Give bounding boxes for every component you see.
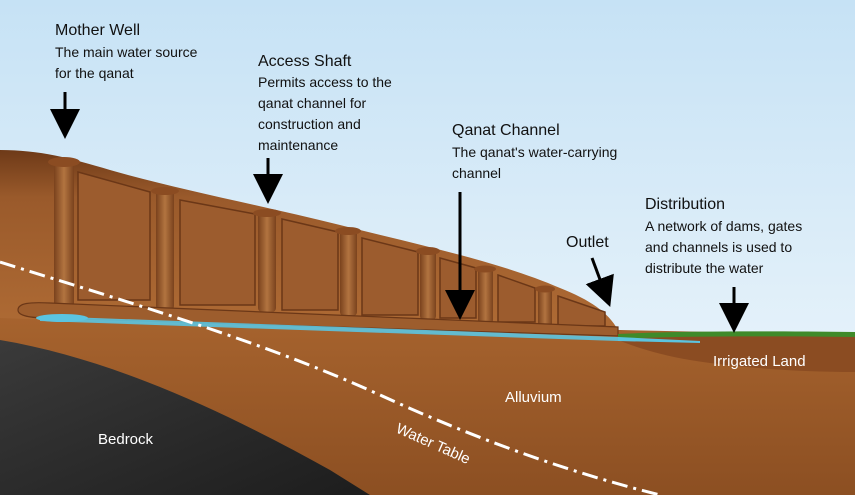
access-shaft-3: [340, 230, 357, 316]
access-shaft-desc-3: construction and: [258, 116, 361, 132]
access-shaft-4: [420, 250, 436, 320]
mother-well-title: Mother Well: [55, 22, 140, 39]
access-shaft-6: [538, 288, 552, 328]
soil-cavities: [77, 171, 606, 327]
shafts: [48, 157, 555, 328]
grass-strip: [618, 331, 855, 339]
outlet-title: Outlet: [566, 234, 609, 251]
mother-well-desc-1: The main water source: [55, 44, 198, 60]
qanat-channel-desc-2: channel: [452, 165, 501, 181]
mother-well-cap: [48, 157, 80, 167]
access-shaft-5: [478, 268, 493, 324]
outlet-arrow: [585, 257, 614, 308]
mother-well-desc-2: for the qanat: [55, 65, 134, 81]
bedrock-label: Bedrock: [98, 431, 154, 448]
pointer-arrows: [50, 92, 749, 333]
access-shaft-2: [258, 212, 276, 312]
distribution-desc-2: and channels is used to: [645, 239, 792, 255]
bedrock-layer: [0, 340, 370, 495]
alluvium-label: Alluvium: [505, 389, 562, 406]
irrigated-land-label: Irrigated Land: [713, 353, 806, 370]
access-shaft-desc-4: maintenance: [258, 137, 338, 153]
water-table-line: [0, 260, 661, 495]
access-shaft-title: Access Shaft: [258, 53, 352, 70]
access-shaft-desc-2: qanat channel for: [258, 95, 367, 111]
distribution-desc-3: distribute the water: [645, 260, 764, 276]
access-shaft-1: [156, 190, 174, 310]
access-shaft-desc-1: Permits access to the: [258, 74, 392, 90]
qanat-tunnel: [17, 302, 619, 337]
mother-well-water: [36, 314, 88, 322]
channel-water: [40, 316, 618, 341]
distribution-desc-1: A network of dams, gates: [645, 218, 802, 234]
outlet-water: [618, 337, 700, 343]
qanat-channel-desc-1: The qanat's water-carrying: [452, 144, 617, 160]
mother-well-shaft: [54, 160, 74, 308]
qanat-channel-title: Qanat Channel: [452, 122, 560, 139]
distribution-title: Distribution: [645, 196, 725, 213]
